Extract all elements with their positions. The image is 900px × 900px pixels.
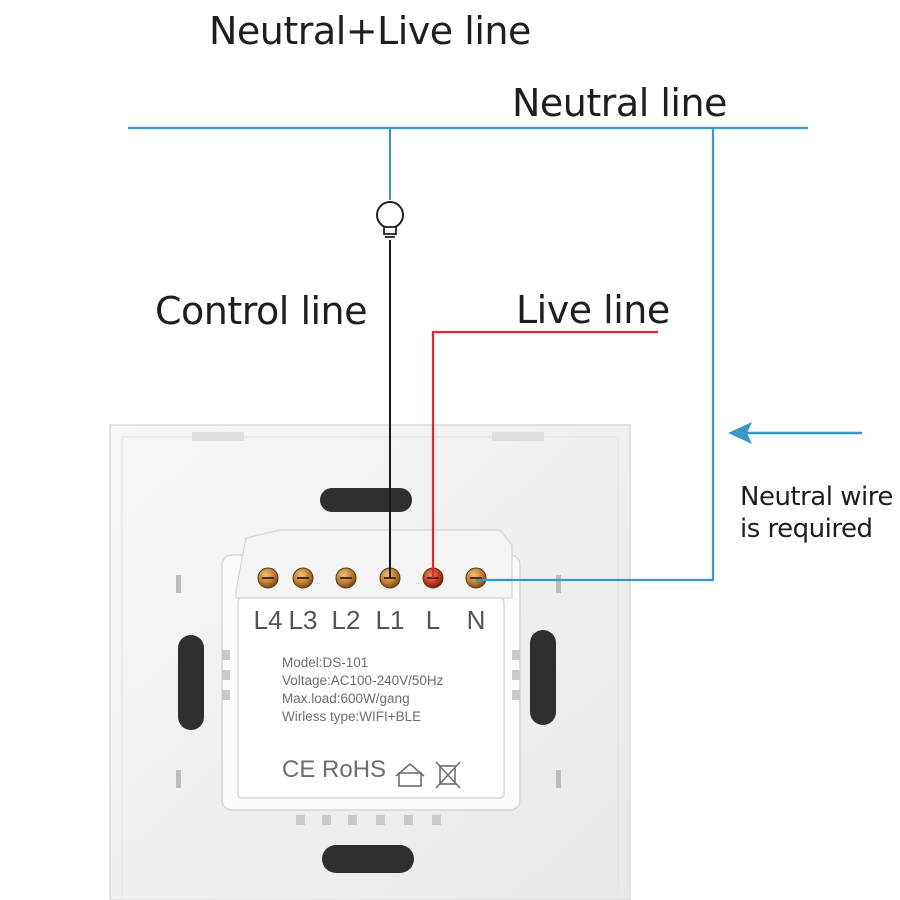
wall-plate-inner: [121, 436, 619, 900]
plate-clip-right: [492, 432, 544, 441]
mount-slot-top: [320, 488, 412, 512]
terminal-block: [235, 529, 513, 599]
model-text: Model:DS-101: [282, 655, 369, 670]
live-line: [431, 330, 658, 578]
terminal-label-l4: L4: [253, 605, 283, 635]
plate-notches: [176, 575, 561, 788]
neutral-wire-note-line2: is required: [740, 514, 873, 544]
terminal-label-l2: L2: [331, 605, 361, 635]
arrow-left-icon: [728, 422, 862, 444]
terminal-label-n: N: [466, 605, 486, 635]
bulb-icon: [376, 201, 404, 238]
live-line-label: Live line: [516, 288, 670, 332]
mount-slot-left: [178, 635, 204, 730]
weee-bin-icon: [435, 761, 461, 789]
control-line-label: Control line: [155, 289, 368, 333]
terminal-label-l1: L1: [375, 605, 405, 635]
plate-clip-left: [192, 432, 244, 441]
neutral-wire-note-line1: Neutral wire: [740, 482, 893, 512]
neutral-return-wire: [476, 128, 715, 582]
neutral-line-label: Neutral line: [512, 81, 727, 125]
mount-slot-right: [530, 630, 556, 725]
diagram-title: Neutral+Live line: [209, 9, 531, 53]
module-vents: [222, 650, 520, 825]
ce-rohs-mark: CE RoHS: [282, 756, 387, 783]
mount-slot-bottom: [322, 845, 414, 873]
house-icon: [395, 762, 425, 787]
terminal-label-l3: L3: [288, 605, 318, 635]
voltage-text: Voltage:AC100-240V/50Hz: [282, 673, 444, 688]
wireless-text: Wirless type:WIFI+BLE: [282, 709, 422, 724]
terminal-label-l: L: [425, 605, 441, 635]
terminal-screws: [257, 567, 487, 589]
max-load-text: Max.load:600W/gang: [282, 691, 410, 706]
